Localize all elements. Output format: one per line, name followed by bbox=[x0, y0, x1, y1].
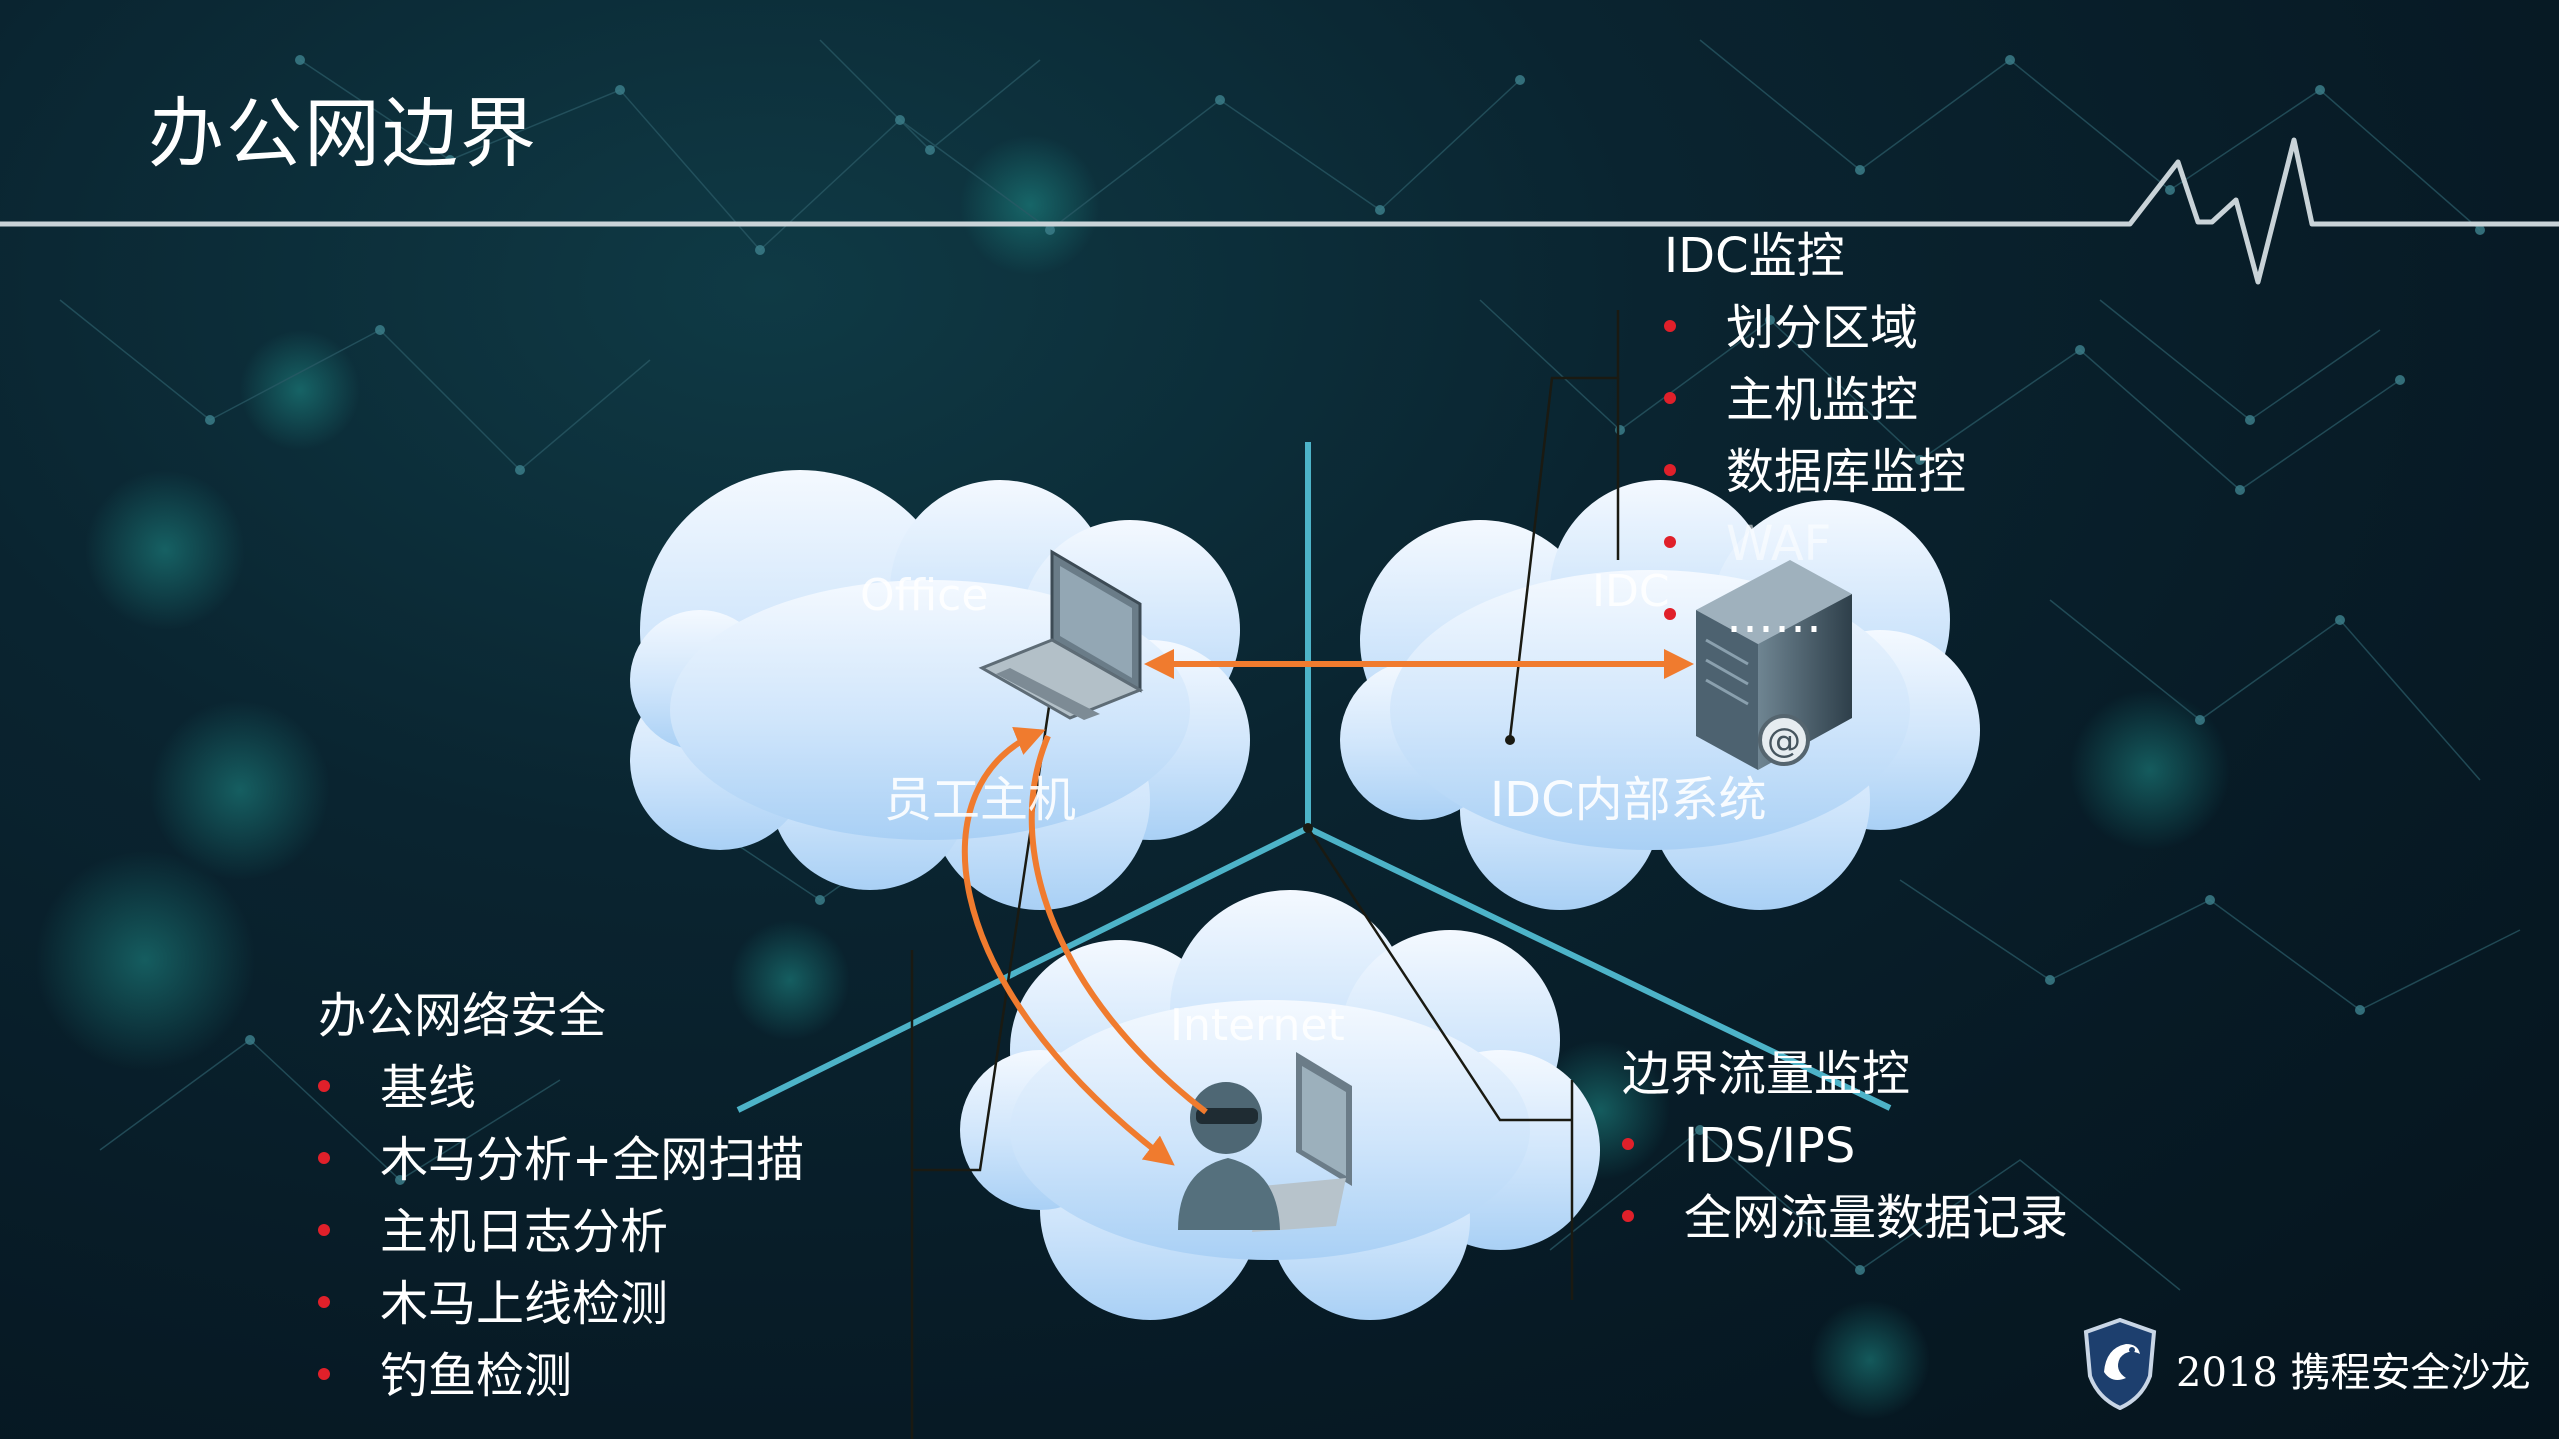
bullet-icon bbox=[1622, 1210, 1634, 1222]
list-item: 划分区域 bbox=[1664, 292, 1966, 364]
list-item: 全网流量数据记录 bbox=[1622, 1182, 2068, 1254]
bullet-icon bbox=[318, 1224, 330, 1236]
bullet-icon bbox=[1664, 320, 1676, 332]
shield-logo-icon bbox=[2083, 1318, 2157, 1410]
office-cloud-label: Office bbox=[860, 570, 989, 621]
idc-system-label: IDC内部系统 bbox=[1490, 772, 1767, 828]
office-security-heading: 办公网络安全 bbox=[318, 988, 607, 1044]
bullet-icon bbox=[1664, 536, 1676, 548]
list-item: 木马分析+全网扫描 bbox=[318, 1124, 804, 1196]
idc-cloud-label: IDC bbox=[1592, 566, 1670, 617]
footer-text: 2018 携程安全沙龙 bbox=[2176, 1350, 2531, 1396]
slide-title: 办公网边界 bbox=[148, 89, 538, 178]
list-item: IDS/IPS bbox=[1622, 1110, 2068, 1182]
idc-monitor-heading: IDC监控 bbox=[1664, 228, 1845, 284]
internet-cloud-label: Internet bbox=[1170, 1000, 1345, 1051]
list-item: 主机监控 bbox=[1664, 364, 1966, 436]
office-host-label: 员工主机 bbox=[884, 772, 1077, 828]
border-traffic-heading: 边界流量监控 bbox=[1622, 1046, 1911, 1102]
bullet-icon bbox=[1622, 1138, 1634, 1150]
header-divider bbox=[0, 137, 2559, 285]
bullet-icon bbox=[1664, 608, 1676, 620]
office-cloud bbox=[630, 470, 1250, 910]
list-item: …… bbox=[1664, 580, 1966, 652]
list-item: 主机日志分析 bbox=[318, 1196, 804, 1268]
list-item: 基线 bbox=[318, 1052, 804, 1124]
bullet-icon bbox=[318, 1296, 330, 1308]
list-item: 钓鱼检测 bbox=[318, 1340, 804, 1412]
laptop-icon bbox=[978, 549, 1144, 720]
office-security-block: 办公网络安全 基线 木马分析+全网扫描 主机日志分析 木马上线检测 钓鱼检测 bbox=[318, 980, 804, 1412]
traffic-arrows bbox=[961, 649, 1694, 1166]
bullet-icon bbox=[318, 1152, 330, 1164]
border-traffic-block: 边界流量监控 IDS/IPS 全网流量数据记录 bbox=[1622, 1038, 2068, 1254]
server-icon: @ bbox=[1696, 560, 1852, 770]
bullet-icon bbox=[1664, 464, 1676, 476]
idc-monitor-block: IDC监控 划分区域 主机监控 数据库监控 WAF …… bbox=[1664, 220, 1966, 652]
list-item: 数据库监控 bbox=[1664, 436, 1966, 508]
list-item: WAF bbox=[1664, 508, 1966, 580]
bullet-icon bbox=[1664, 392, 1676, 404]
hacker-icon bbox=[1178, 1052, 1352, 1232]
bullet-icon bbox=[318, 1080, 330, 1092]
bullet-icon bbox=[318, 1368, 330, 1380]
svg-text:@: @ bbox=[1767, 721, 1801, 761]
list-item: 木马上线检测 bbox=[318, 1268, 804, 1340]
